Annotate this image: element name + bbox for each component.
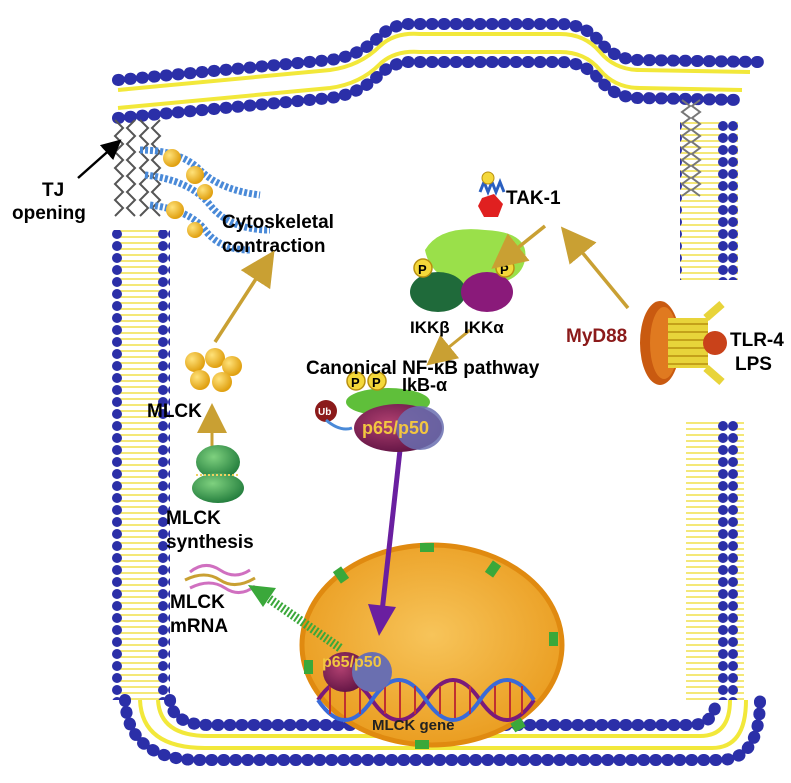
myd88-to-tak1-arrow <box>560 226 630 310</box>
mlck-gene-label: MLCK gene <box>372 717 455 734</box>
p65-p50-nuclear-complex <box>323 652 392 692</box>
ikk-beta-label: IKKβ <box>410 318 450 337</box>
tj-opening-label-2: opening <box>12 203 86 224</box>
canonical-pathway-label: Canonical NF-kB pathway <box>306 358 540 379</box>
tak1-to-ikk-arrow <box>491 224 547 269</box>
mlck-mrna-strand <box>184 564 256 594</box>
actin-filaments <box>139 146 271 254</box>
tak1-label: TAK-1 <box>506 188 561 209</box>
ubiquitin-label: Ub <box>318 407 331 418</box>
tj-opening-label-1: TJ <box>42 180 64 201</box>
tlr4-receptor <box>640 300 727 386</box>
ikb-phospho-2: P <box>372 375 381 390</box>
cytoskeletal-label-2: contraction <box>222 236 325 257</box>
ikk-to-ikb-arrow <box>426 328 471 366</box>
mlck-mrna-label-2: mRNA <box>170 616 228 637</box>
transcription-arrow <box>248 585 343 652</box>
nuclear-translocation-arrow <box>368 449 403 636</box>
mlck-label: MLCK <box>147 401 202 422</box>
lps-label: LPS <box>735 354 772 375</box>
cell-membrane <box>112 17 766 766</box>
tlr4-label: TLR-4 <box>730 330 784 351</box>
mlck-mrna-label-1: MLCK <box>170 592 225 613</box>
p65-p50-nucleus-label: p65/p50 <box>322 654 382 671</box>
p65-p50-cytoplasm-label: p65/p50 <box>362 418 429 438</box>
ikk-alpha-label: IKKα <box>464 318 504 337</box>
right-junction <box>680 99 702 197</box>
ikb-alpha-label: IkB-α <box>402 375 447 395</box>
myd88-label: MyD88 <box>566 326 627 347</box>
ikb-phosphate-groups <box>346 371 387 391</box>
ikk-phospho-2: P <box>500 262 509 277</box>
ikk-phospho-1: P <box>418 262 427 277</box>
cytoskeletal-label-1: Cytoskeletal <box>222 212 334 233</box>
tj-opening-arrow <box>77 139 122 179</box>
ikb-p65-p50-complex <box>346 388 444 452</box>
mlck-protein <box>185 348 242 392</box>
nuclear-pores <box>304 543 558 749</box>
mlck-synthesis-label-2: synthesis <box>166 532 254 553</box>
mlck-to-contraction-arrow <box>213 250 275 343</box>
tak1-protein <box>478 171 506 217</box>
ikb-phospho-1: P <box>351 375 360 390</box>
ubiquitin <box>315 400 353 431</box>
tight-junction <box>113 119 162 217</box>
ribosome <box>192 445 244 503</box>
mlck-synthesis-label-1: MLCK <box>166 508 221 529</box>
